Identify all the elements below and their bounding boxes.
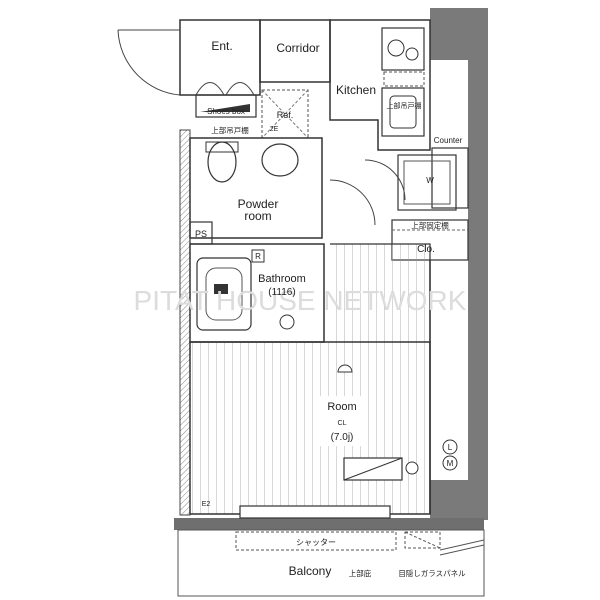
cl-label: CL [338,420,347,427]
watermark: PITAT HOUSE NETWORK [134,285,467,316]
stove [381,27,425,71]
upper-cabinet-label-1: 上部吊戸棚 [211,125,249,135]
glass-panel-label: 目隠しガラスパネル [398,568,466,578]
room-label: Room [327,401,356,413]
shutter-box [235,531,397,551]
balcony-window [239,505,391,519]
bathtub [196,257,252,331]
shoes-box-label: Shoes box [207,107,245,116]
mark-e2: E2 [202,501,211,508]
kitchen-outline [329,19,431,151]
balcony-slab [174,518,484,530]
outlet-l-label: L [448,443,453,452]
outlet-small [405,461,419,475]
r-label: R [255,252,261,261]
ent-label: Ent. [211,39,232,53]
outlet-l [442,439,458,455]
bathroom-label: Bathroom [258,273,306,285]
upper-cabinet-label-2: 上部吊戸棚 [387,101,422,110]
kitchen-label: Kitchen [336,83,376,97]
powder-room-label-2: room [244,209,271,223]
washbasin [261,143,299,177]
mark-2e: 2E [270,126,279,133]
room-size-label: (7.0j) [331,432,354,443]
entrance-door-swing [117,29,181,96]
main-room [190,342,430,514]
powder-room-label-1: Powder [238,197,279,211]
outlet-m-label: M [447,459,454,468]
upper-eaves-label: 上部庇 [349,568,372,578]
counter [431,147,469,209]
toilet [207,141,237,183]
entrance [179,19,261,96]
counter-label: Counter [434,136,463,145]
bathroom-size-label: (1116) [268,287,295,298]
outlet-m [442,455,458,471]
closet-label: Clo. [417,244,435,255]
exterior-corner-top-right [460,8,488,60]
bathroom-fan [279,314,295,330]
balcony-label: Balcony [289,564,332,578]
balcony [177,529,485,597]
washer-label: W [426,176,434,185]
corridor-label: Corridor [276,41,319,55]
upper-fixed-shelf-label: 上部固定棚 [411,220,449,230]
kitchen-sink [381,87,425,137]
washer [397,154,457,211]
ps-label: PS [195,229,207,239]
exterior-wall-right [430,8,488,520]
left-wall [179,129,191,516]
powder-room [189,137,323,239]
shutter-label: シャッター [296,538,336,547]
ref-label: Ref. [277,110,294,120]
